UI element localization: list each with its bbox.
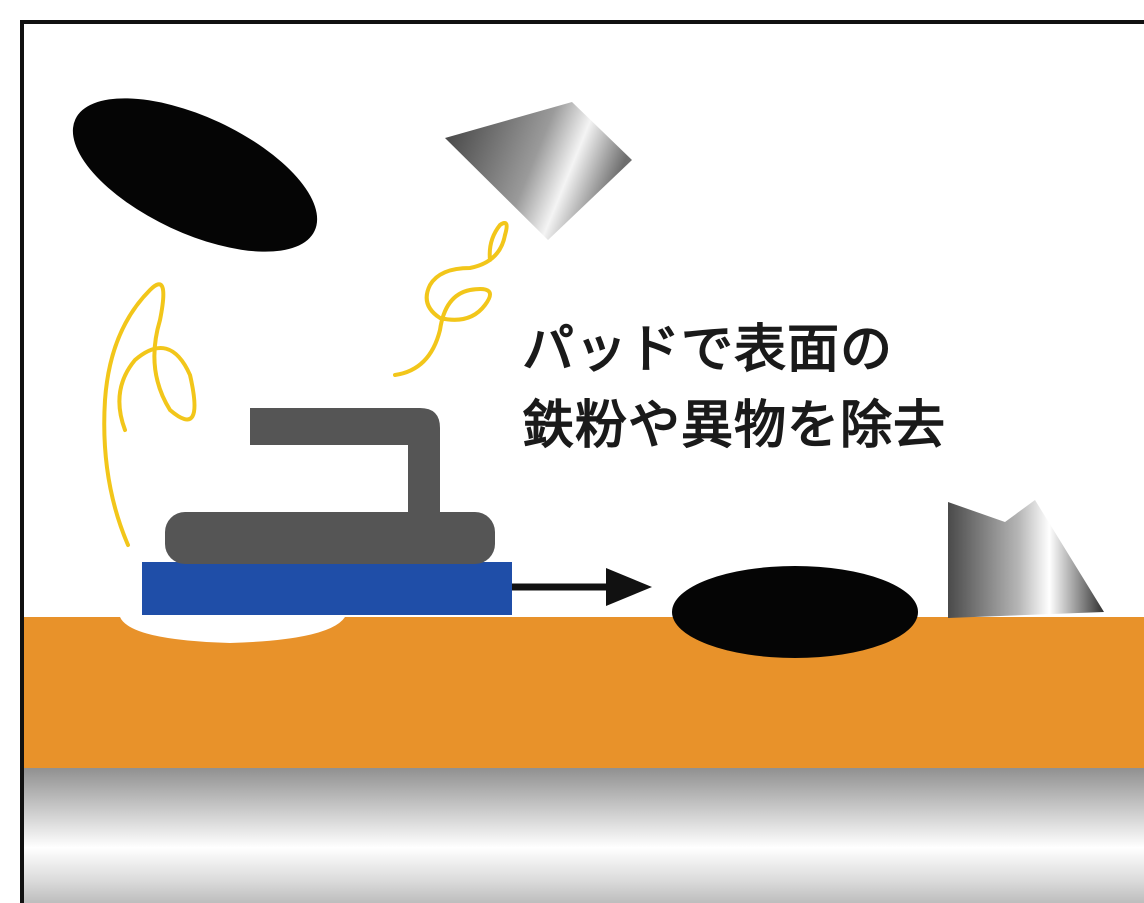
metal-fragment-icon <box>445 102 632 240</box>
black-debris-oval-icon <box>672 566 918 658</box>
polishing-pad <box>142 562 512 615</box>
squiggle-fiber-icon-right <box>393 221 509 377</box>
metal-base-layer <box>24 765 1144 903</box>
caption-line-2: 鉄粉や異物を除去 <box>522 396 947 456</box>
caption-text: パッドで表面の 鉄粉や異物を除去 <box>522 312 946 464</box>
frame-border <box>20 20 1144 903</box>
squiggle-fiber-icon-left <box>102 282 197 547</box>
right-arrow-icon <box>512 568 652 606</box>
pad-holder-icon <box>165 512 495 564</box>
orange-coating-layer <box>24 617 1144 768</box>
caption-line-1: パッドで表面の <box>522 320 894 380</box>
black-debris-blob-icon <box>72 98 318 252</box>
metal-fragment-icon-right <box>948 500 1104 618</box>
pad-handle-icon <box>250 408 440 515</box>
